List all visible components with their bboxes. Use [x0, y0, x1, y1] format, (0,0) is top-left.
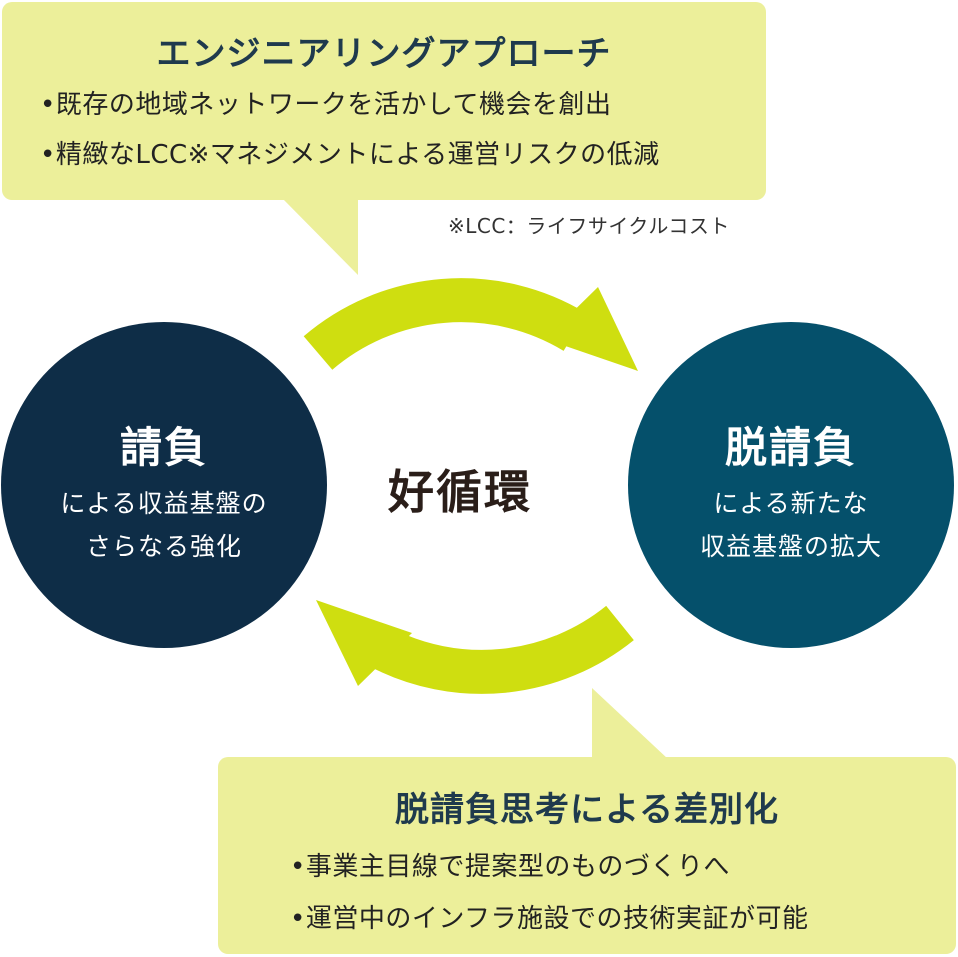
right-node-circle [628, 322, 954, 648]
left-node-line: による収益基盤の [60, 489, 268, 518]
right-node-line: 収益基盤の拡大 [699, 532, 882, 561]
left-node-line: さらなる強化 [85, 532, 242, 561]
left-node-circle [1, 322, 327, 648]
bottom-callout-item: •運営中のインフラ施設での技術実証が可能 [290, 904, 809, 934]
bottom-cycle-arrow [316, 600, 634, 694]
center-label: 好循環 [388, 465, 532, 519]
top-callout-shape [2, 2, 766, 275]
right-node-line: による新たな [713, 489, 869, 518]
right-node-title: 脱請負 [724, 423, 857, 472]
top-cycle-arrow [303, 278, 638, 371]
bottom-callout-title: 脱請負思考による差別化 [395, 790, 779, 830]
top-callout-title: エンジニアリングアプローチ [156, 34, 612, 74]
left-node-title: 請負 [119, 423, 208, 472]
top-callout-item: •精緻なLCC※マネジメントによる運営リスクの低減 [40, 140, 660, 170]
lcc-footnote: ※LCC：ライフサイクルコスト [448, 214, 730, 238]
top-callout-item: •既存の地域ネットワークを活かして機会を創出 [40, 90, 612, 120]
bottom-callout-shape [218, 688, 956, 954]
bottom-callout-item: •事業主目線で提案型のものづくりへ [290, 852, 730, 882]
